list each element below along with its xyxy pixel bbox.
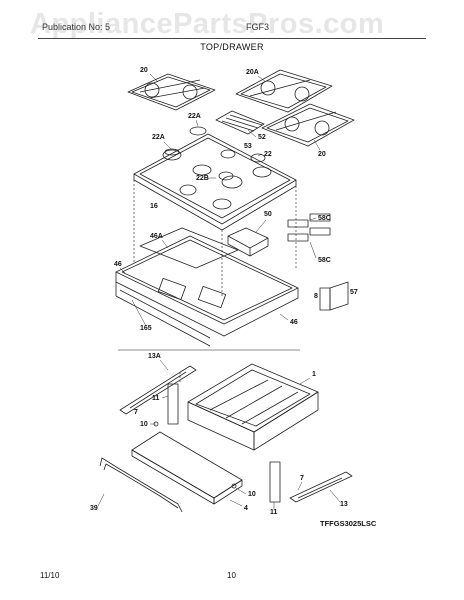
callout-22a: 22A <box>188 113 201 120</box>
callout-58c: 58C <box>318 257 331 264</box>
callout-46: 46 <box>290 319 298 326</box>
slide-rail-right <box>289 471 353 503</box>
callout-13: 13 <box>340 501 348 508</box>
callout-4: 4 <box>244 505 248 512</box>
diagram-code: TFFGS3025LSC <box>320 519 377 528</box>
model-number: FGF3 <box>246 22 270 32</box>
grate-right-upper <box>235 69 333 113</box>
callout-50: 50 <box>264 211 272 218</box>
callout-7: 7 <box>134 409 138 416</box>
publication-info: Publication No: 5 <box>42 22 111 32</box>
callout-10: 10 <box>140 421 148 428</box>
callout-8: 8 <box>314 293 318 300</box>
drawer-handle <box>99 457 183 513</box>
section-title: TOP/DRAWER <box>200 42 264 52</box>
slide-rail-left <box>119 365 197 415</box>
drawer-bracket-left <box>167 383 179 425</box>
callout-57: 57 <box>350 289 358 296</box>
callout-1: 1 <box>312 371 316 378</box>
callout-39: 39 <box>90 505 98 512</box>
drawer-box <box>187 363 319 451</box>
knob-set <box>287 213 331 242</box>
callout-10: 10 <box>248 491 256 498</box>
mount-bracket <box>319 281 349 311</box>
header-rule <box>38 38 426 39</box>
callout-20a: 20A <box>246 69 259 76</box>
callout-58c: 58C <box>318 215 331 222</box>
callout-46: 46 <box>114 261 122 268</box>
callout-165: 165 <box>140 325 152 332</box>
screw <box>231 483 237 489</box>
callout-53: 53 <box>244 143 252 150</box>
grate-left <box>127 73 216 111</box>
callout-7: 7 <box>300 475 304 482</box>
callout-20: 20 <box>318 151 326 158</box>
callout-22b: 22B <box>196 175 209 182</box>
callout-11: 11 <box>270 509 278 516</box>
footer-page-number: 10 <box>227 571 236 580</box>
footer-date: 11/10 <box>40 571 60 580</box>
callout-11: 11 <box>152 395 160 402</box>
burner-tray <box>115 227 299 347</box>
grate-right-lower <box>261 103 355 147</box>
burner-box <box>227 227 269 257</box>
callout-13a: 13A <box>148 353 161 360</box>
callout-52: 52 <box>258 134 266 141</box>
callout-16: 16 <box>150 203 158 210</box>
center-griddle <box>215 110 265 135</box>
drawer-front <box>131 431 243 505</box>
drawer-bracket-right <box>269 461 281 503</box>
callout-22a: 22A <box>152 134 165 141</box>
callout-22: 22 <box>264 151 272 158</box>
watermark: AppliancePartsPros.com <box>30 8 385 40</box>
callout-20: 20 <box>140 67 148 74</box>
leader-lines <box>97 73 341 510</box>
callout-46a: 46A <box>150 233 163 240</box>
